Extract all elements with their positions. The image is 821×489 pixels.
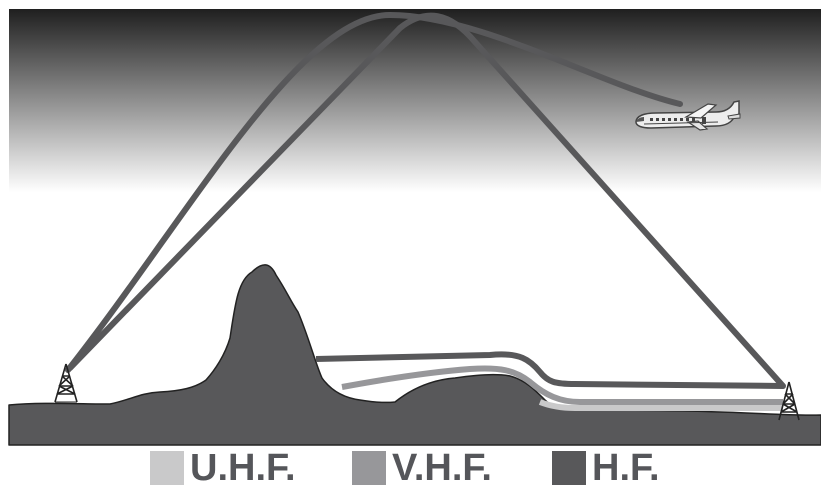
legend: U.H.F. V.H.F. H.F. bbox=[0, 448, 821, 488]
sky-background bbox=[9, 9, 821, 445]
vhf-path bbox=[341, 365, 783, 405]
airplane-icon bbox=[635, 100, 741, 131]
legend-label-uhf: U.H.F. bbox=[190, 447, 296, 489]
hf-swatch bbox=[552, 451, 586, 485]
legend-item-vhf: V.H.F. bbox=[352, 448, 492, 488]
vhf-swatch bbox=[352, 451, 386, 485]
uhf-swatch bbox=[150, 451, 184, 485]
tower-icon bbox=[778, 381, 800, 421]
hf-ground-wave-path bbox=[315, 351, 784, 389]
hf-skywave-path-to-receiver bbox=[67, 12, 786, 389]
legend-item-uhf: U.H.F. bbox=[150, 448, 296, 488]
legend-label-hf: H.F. bbox=[592, 447, 660, 489]
tower-icon bbox=[54, 363, 78, 403]
legend-label-vhf: V.H.F. bbox=[392, 447, 492, 489]
legend-item-hf: H.F. bbox=[552, 448, 660, 488]
hf-skywave-path-to-aircraft bbox=[65, 11, 683, 373]
uhf-path bbox=[538, 399, 783, 411]
